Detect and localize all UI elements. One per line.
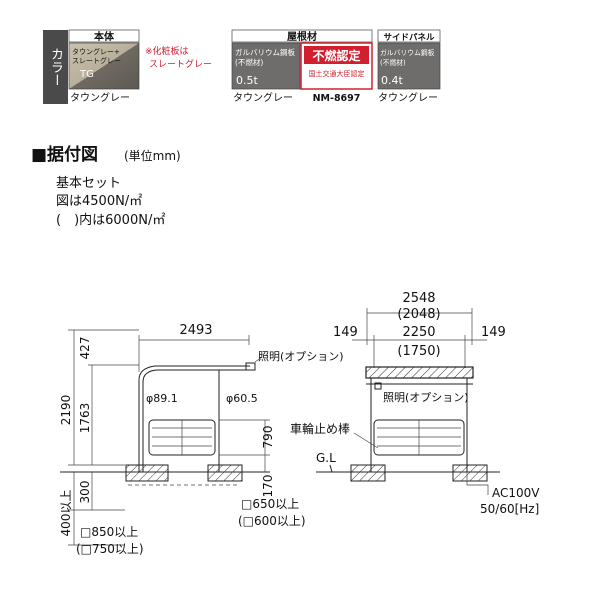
side-found-small-2: (□600以上) xyxy=(238,514,306,528)
roof-material-line2: (不燃材) xyxy=(235,57,263,67)
cert-title: 不燃認定 xyxy=(312,48,360,63)
body-swatch xyxy=(68,42,140,90)
side-dia-605: φ60.5 xyxy=(226,392,258,405)
body-swatch-code: TG xyxy=(79,69,94,80)
side-dim-790: 790 xyxy=(261,426,275,449)
side-found-small-1: □650以上 xyxy=(241,497,299,511)
front-dim-inner: 2250 xyxy=(402,325,435,340)
side-dim-400: 400以上 xyxy=(59,490,73,537)
roof-name: タウングレー xyxy=(233,91,293,104)
side-material-line1: ガルバリウム鋼板 xyxy=(380,48,435,57)
side-footing-left xyxy=(125,464,169,482)
note-line1: 基本セット xyxy=(56,176,121,191)
side-name: タウングレー xyxy=(378,91,438,104)
side-dim-1763: 1763 xyxy=(78,403,92,434)
section-title: ■据付図 xyxy=(31,144,98,165)
front-dim-inner-alt: (1750) xyxy=(397,344,440,359)
note-line3: ( )内は6000N/㎡ xyxy=(56,212,165,228)
side-view: 2493 427 2190 1763 照明(オプション) φ89.1 φ60.5 xyxy=(59,323,344,556)
cert-number: NM-8697 xyxy=(313,93,361,104)
front-gl-label: G.L xyxy=(316,451,336,465)
front-stopper-label: 車輪止め棒 xyxy=(290,421,350,436)
side-dim-427: 427 xyxy=(78,337,92,360)
front-power-line1: AC100V xyxy=(492,486,540,500)
body-note-line2: スレートグレー xyxy=(149,58,212,70)
roof-swatch xyxy=(231,42,301,90)
body-note-line1: ※化粧板は xyxy=(145,45,189,57)
side-dia-891: φ89.1 xyxy=(146,392,178,405)
roof-header: 屋根材 xyxy=(287,30,317,43)
note-line2: 図は4500N/㎡ xyxy=(56,194,142,209)
front-dim-left: 149 xyxy=(333,325,358,340)
side-header: サイドパネル xyxy=(383,32,435,43)
section-unit: (単位mm) xyxy=(124,148,181,163)
side-dim-2190: 2190 xyxy=(59,395,73,426)
side-found-large-1: □850以上 xyxy=(80,525,138,539)
front-footing-right xyxy=(452,464,488,482)
side-dim-170: 170 xyxy=(261,475,275,498)
front-dim-right: 149 xyxy=(481,325,506,340)
side-footing-right xyxy=(207,464,243,482)
color-panel: カラー 本体 タウングレー+ スレートグレー TG タウングレー ※化粧板は ス… xyxy=(43,29,441,104)
body-header: 本体 xyxy=(94,30,115,43)
side-found-large-2: (□750以上) xyxy=(76,542,144,556)
body-swatch-line1: タウングレー+ xyxy=(72,47,120,56)
front-light-label: 照明(オプション) xyxy=(383,391,469,404)
side-swatch xyxy=(377,42,441,90)
side-thickness: 0.4t xyxy=(381,74,403,87)
roof-thickness: 0.5t xyxy=(236,74,258,87)
front-view: 2548 (2048) 2250 (1750) 149 149 照明(オプション… xyxy=(290,291,540,516)
color-side-bar xyxy=(43,30,68,104)
cert-line1: 国土交通大臣認定 xyxy=(309,69,365,78)
side-dim-width: 2493 xyxy=(179,323,212,338)
front-roof xyxy=(365,366,474,379)
side-dim-300: 300 xyxy=(78,481,92,504)
side-light-label: 照明(オプション) xyxy=(258,350,344,363)
color-side-label: カラー xyxy=(48,48,63,87)
body-name: タウングレー xyxy=(70,91,130,104)
body-swatch-line2: スレートグレー xyxy=(72,56,121,65)
side-material-line2: (不燃材) xyxy=(380,58,406,67)
front-dim-total: 2548 xyxy=(402,291,435,306)
roof-material-line1: ガルバリウム鋼板 xyxy=(235,47,295,57)
front-dim-total-alt: (2048) xyxy=(397,307,440,322)
front-footing-left xyxy=(350,464,386,482)
front-power-line2: 50/60[Hz] xyxy=(480,502,539,516)
